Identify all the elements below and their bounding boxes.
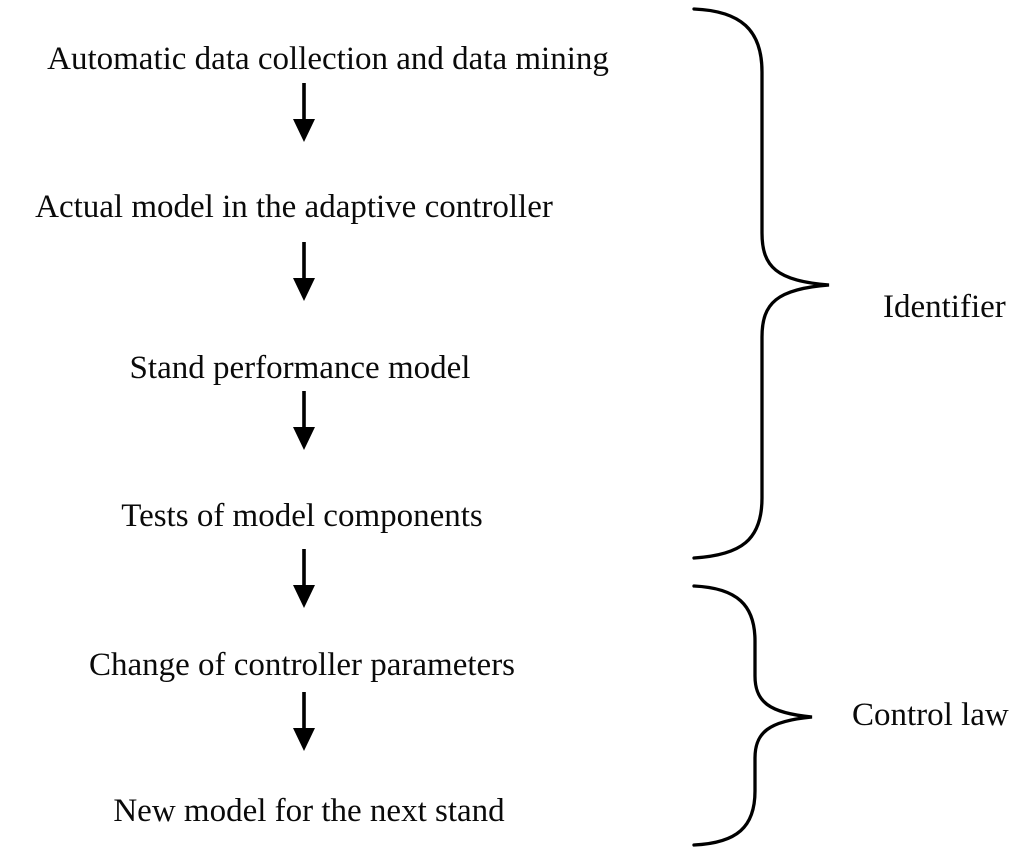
flow-step-3: Stand performance model xyxy=(129,350,471,386)
down-arrow xyxy=(293,549,315,608)
down-arrow xyxy=(293,83,315,142)
down-arrow xyxy=(293,242,315,301)
down-arrow xyxy=(293,692,315,751)
flow-step-6: New model for the next stand xyxy=(113,793,505,829)
control-law-label: Control law xyxy=(852,697,1009,733)
flow-step-5: Change of controller parameters xyxy=(88,647,516,683)
identifier-brace xyxy=(692,7,830,560)
down-arrow xyxy=(293,391,315,450)
flow-step-1: Automatic data collection and data minin… xyxy=(47,41,609,77)
flow-step-4: Tests of model components xyxy=(121,498,483,534)
identifier-label: Identifier xyxy=(883,289,1006,325)
flow-step-2: Actual model in the adaptive controller xyxy=(35,189,553,225)
control-law-brace xyxy=(692,584,813,847)
